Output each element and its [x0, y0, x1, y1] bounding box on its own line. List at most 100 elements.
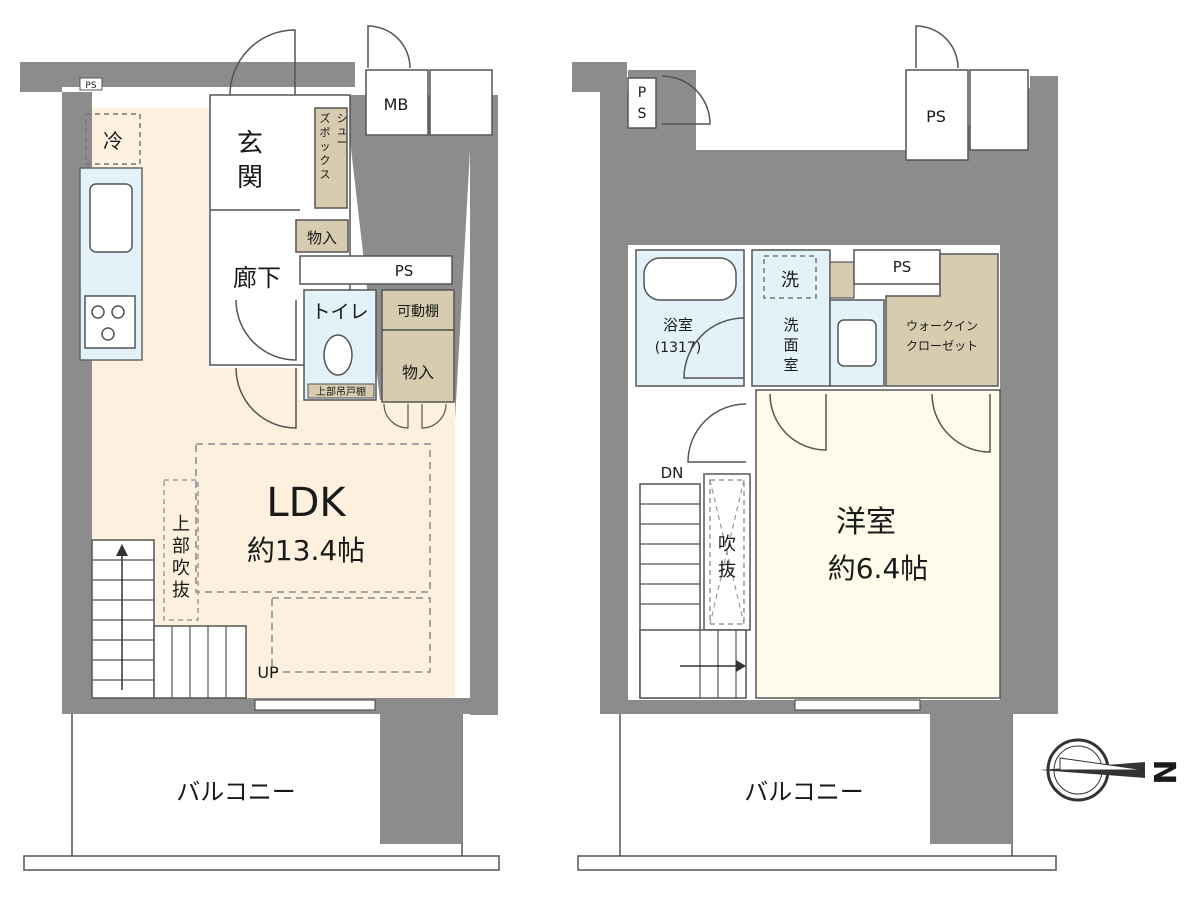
- left-east-outer-wall: [470, 95, 498, 715]
- storage-small-label: 物入: [307, 229, 337, 247]
- mb-door: [367, 25, 411, 69]
- burner-icon: [101, 327, 115, 341]
- void-left-char: 抜: [172, 580, 190, 601]
- ps-middle-label: PS: [395, 262, 414, 280]
- ldk-size-label: 約13.4帖: [247, 534, 365, 567]
- western-room-size-label: 約6.4帖: [828, 552, 929, 585]
- balcony: [23, 714, 500, 871]
- void-area: [163, 479, 199, 621]
- mb-box: [365, 69, 429, 136]
- right-west-wall: [600, 92, 628, 712]
- hall-door: [687, 403, 747, 463]
- shoebox-char: ー: [337, 136, 348, 149]
- void-left-char: 部: [172, 536, 190, 557]
- left-corner-wall: [20, 62, 62, 92]
- washing-machine-area: [763, 255, 817, 299]
- toilet-label: トイレ: [311, 301, 368, 323]
- right-north-wall: [628, 150, 928, 245]
- closet-door: [421, 403, 447, 429]
- burner-icon: [111, 305, 125, 319]
- ps-left-door: [661, 75, 711, 125]
- shoebox-char: ボ: [320, 126, 331, 139]
- ps-right-box: [905, 69, 969, 161]
- shoebox-char: ュ: [337, 124, 348, 137]
- shoebox: [314, 107, 348, 209]
- staircase: [91, 539, 247, 699]
- storage-small: [295, 219, 349, 253]
- western-room-floor: [755, 389, 1001, 699]
- bathtub-icon: [643, 257, 737, 301]
- washroom-char: 面: [783, 336, 798, 354]
- ldk-dashed-area-lower: [271, 597, 431, 673]
- shoebox-char: ズ: [320, 111, 331, 125]
- void-label: 吹抜: [718, 534, 736, 581]
- bathroom-size-label: (1317): [655, 340, 702, 356]
- western-room-door: [769, 393, 827, 451]
- wic-door: [931, 393, 991, 453]
- balcony-label: バルコニー: [176, 778, 296, 806]
- ldk-floor: [92, 108, 455, 698]
- toilet-room: [303, 289, 377, 401]
- corridor-label: 廊下: [233, 264, 281, 292]
- compass-north-label: N: [1146, 759, 1181, 784]
- washroom: [751, 249, 831, 387]
- wic-label-2: クローゼット: [906, 339, 978, 353]
- movable-shelf: [381, 289, 455, 331]
- sink: [89, 183, 133, 253]
- left-top-wall: [20, 62, 355, 87]
- ldk-door: [235, 367, 297, 429]
- mb-label: MB: [384, 95, 409, 114]
- ps-middle-label: PS: [893, 258, 912, 276]
- ps-right-top-label: PS: [926, 107, 946, 126]
- toilet-bowl-icon: [323, 334, 353, 376]
- window: [794, 699, 921, 711]
- washroom-label: 洗面室: [783, 316, 798, 374]
- washroom-char: 洗: [783, 316, 798, 334]
- bathroom-door: [683, 317, 745, 379]
- ps-right-door: [915, 25, 959, 69]
- void-right-char: 抜: [718, 560, 736, 581]
- balcony-label: バルコニー: [744, 778, 864, 806]
- shoebox-char: シ: [337, 112, 348, 125]
- bathroom-label: 浴室: [663, 316, 693, 334]
- ldk-dashed-area: [195, 443, 431, 593]
- void-box: [703, 473, 751, 631]
- ps-middle-box: [853, 249, 941, 285]
- burner-icon: [91, 305, 105, 319]
- toilet-door: [235, 299, 297, 361]
- ps-left-label-2: S: [638, 106, 647, 122]
- entrance-door: [229, 29, 296, 96]
- shoebox-char: ク: [320, 154, 331, 167]
- wic-label-1: ウォークイン: [906, 319, 978, 333]
- ps-middle: [299, 255, 453, 285]
- storage-closet-label: 物入: [402, 363, 434, 382]
- staircase: [639, 483, 747, 699]
- balcony: [577, 714, 1057, 871]
- right-east-wall: [928, 88, 1030, 712]
- ps-left-box: [627, 77, 657, 129]
- ps-left-label-1: P: [638, 85, 646, 101]
- shoebox-char: ス: [320, 168, 331, 181]
- compass-icon: N: [1040, 738, 1181, 802]
- upper-shelf-label: 上部吊戸棚: [316, 385, 366, 398]
- upper-shelf: [307, 383, 375, 399]
- void-left-char: 上: [172, 514, 190, 535]
- right-floor: P S PS 浴室 (1317) 洗 洗面室 PS ウォークイン クローゼット: [572, 25, 1058, 871]
- refrigerator-area: [85, 113, 141, 165]
- washroom-char: 室: [783, 356, 798, 374]
- ps-box-top: [79, 77, 103, 91]
- washing-machine-label: 洗: [781, 270, 799, 291]
- walk-in-closet: [885, 253, 999, 387]
- movable-shelf-label: 可動棚: [397, 304, 439, 320]
- ldk-label: LDK: [266, 480, 347, 526]
- dn-label: DN: [661, 464, 684, 482]
- window: [254, 699, 376, 711]
- entrance-label-1: 玄: [237, 129, 263, 159]
- entrance-label-2: 関: [237, 163, 263, 193]
- ps-top-label: PS: [85, 81, 96, 91]
- refrigerator-label: 冷: [103, 129, 123, 153]
